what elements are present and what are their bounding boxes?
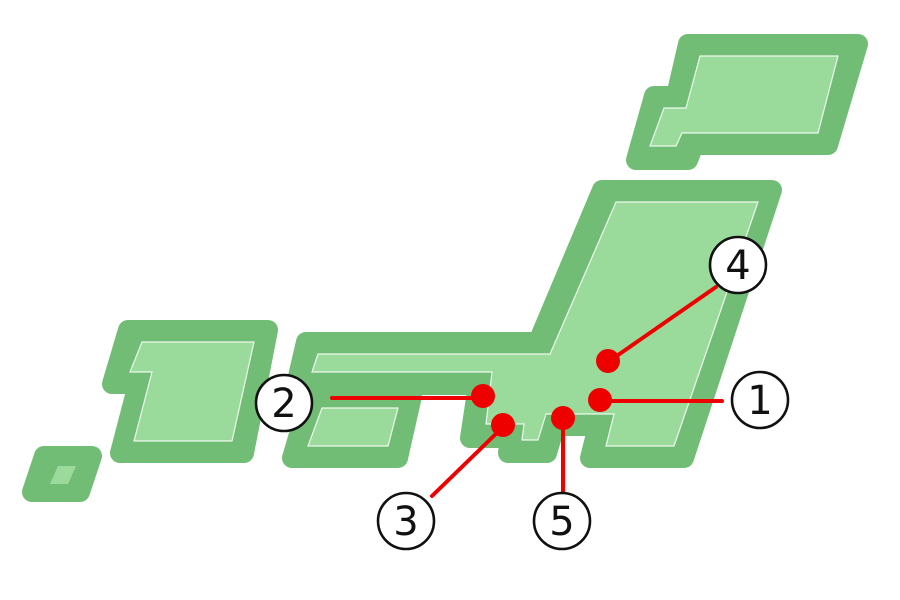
marker-3-dot — [491, 413, 515, 437]
marker-4: 4 — [596, 235, 768, 373]
marker-1-label: 1 — [747, 378, 772, 424]
marker-1: 1 — [588, 370, 790, 430]
island-honshu — [286, 180, 782, 468]
marker-3-label: 3 — [393, 499, 418, 545]
marker-2-badge — [254, 373, 314, 433]
island-shikoku — [282, 386, 422, 468]
marker-3: 3 — [376, 413, 515, 551]
marker-2-dot — [471, 384, 495, 408]
marker-4-leader — [606, 285, 718, 364]
marker-5-label: 5 — [549, 499, 574, 545]
island-okinawa — [22, 446, 102, 502]
marker-1-badge — [730, 370, 790, 430]
marker-4-dot — [596, 349, 620, 373]
marker-4-label: 4 — [725, 243, 750, 289]
island-hokkaido — [626, 34, 868, 170]
marker-2: 2 — [254, 373, 495, 433]
landmasses — [22, 34, 868, 502]
marker-3-leader — [430, 425, 505, 498]
marker-2-label: 2 — [271, 381, 296, 427]
marker-5: 5 — [532, 406, 592, 551]
marker-4-badge — [708, 235, 768, 295]
marker-5-dot — [551, 406, 575, 430]
marker-1-dot — [588, 388, 612, 412]
marker-3-badge — [376, 491, 436, 551]
island-kyushu — [102, 320, 278, 463]
marker-5-badge — [532, 491, 592, 551]
